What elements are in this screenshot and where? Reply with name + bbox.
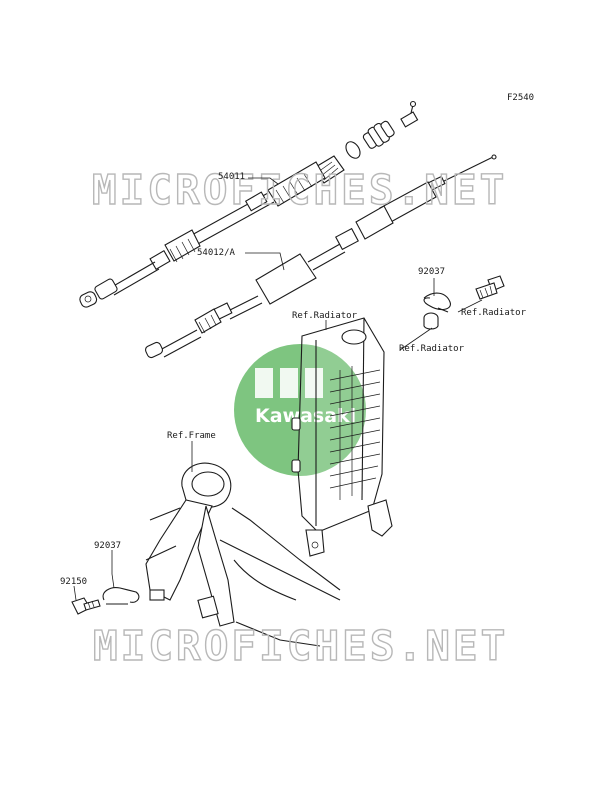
callout-54011[interactable]: 54011 bbox=[218, 172, 245, 182]
leader-lines bbox=[73, 177, 483, 601]
radiator bbox=[291, 317, 393, 557]
figure-code: F2540 bbox=[507, 93, 534, 103]
grommet-radiator[interactable] bbox=[423, 312, 439, 330]
bolt-92150[interactable] bbox=[71, 597, 101, 615]
watermark-bottom: MICROFICHES.NET bbox=[93, 622, 508, 670]
callout-ref-radiator-upper[interactable]: Ref.Radiator bbox=[292, 311, 358, 321]
clamp-92037-bottom[interactable] bbox=[102, 587, 140, 605]
callout-92037-top[interactable]: 92037 bbox=[418, 267, 445, 277]
callout-92150[interactable]: 92150 bbox=[60, 577, 87, 587]
callout-54012a[interactable]: 54012/A bbox=[197, 248, 236, 258]
kawasaki-logo-text: Kawasaki bbox=[255, 405, 356, 427]
callout-ref-radiator-lower[interactable]: Ref.Radiator bbox=[399, 344, 465, 354]
bolt-radiator-right[interactable] bbox=[475, 275, 505, 300]
callout-92037-bottom[interactable]: 92037 bbox=[94, 541, 121, 551]
frame bbox=[145, 462, 341, 647]
watermark-top: MICROFICHES.NET bbox=[92, 166, 507, 214]
callout-ref-frame[interactable]: Ref.Frame bbox=[167, 431, 216, 441]
clamp-92037-top[interactable] bbox=[423, 292, 451, 313]
throttle-cable-54011[interactable] bbox=[78, 100, 419, 309]
callout-ref-radiator-right[interactable]: Ref.Radiator bbox=[461, 308, 527, 318]
throttle-cable-54012a[interactable] bbox=[144, 154, 497, 359]
